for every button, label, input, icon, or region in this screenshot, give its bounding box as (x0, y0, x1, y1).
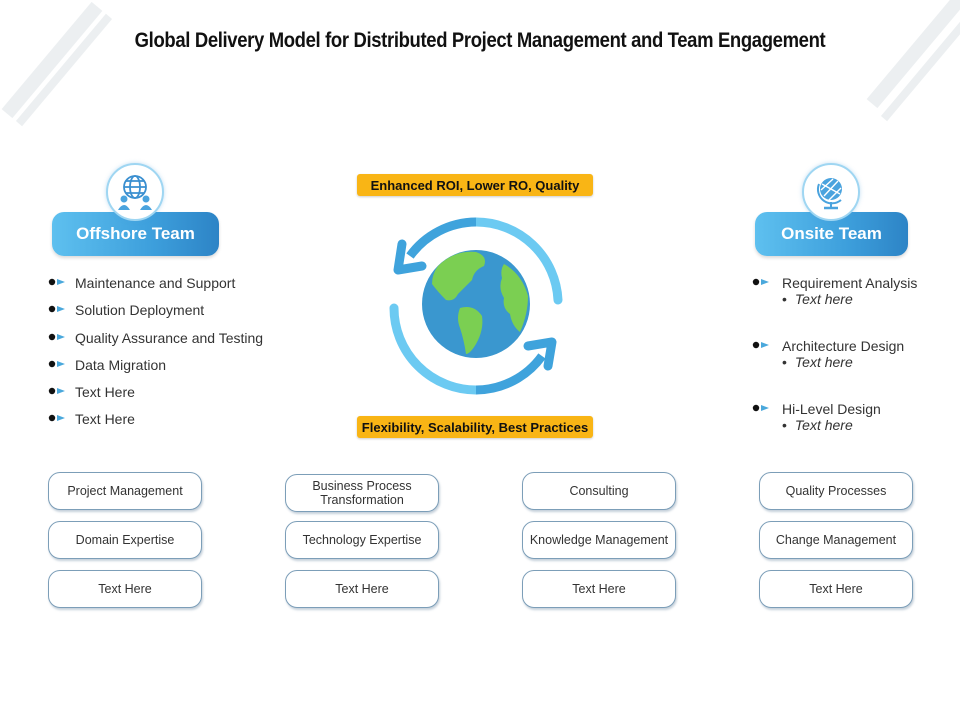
bullet-arrow-icon (752, 278, 769, 286)
capability-pill: Knowledge Management (522, 521, 676, 559)
capability-pill: Project Management (48, 472, 202, 510)
list-item: Solution Deployment (48, 302, 263, 329)
capability-pill: Consulting (522, 472, 676, 510)
onsite-team-button[interactable]: Onsite Team (755, 212, 908, 256)
capability-pill: Text Here (285, 570, 439, 608)
globe-land (500, 264, 528, 332)
globe-land (458, 307, 483, 354)
globe-cycle-icon (389, 217, 563, 395)
onsite-team-label: Onsite Team (781, 224, 882, 243)
capability-pill: Change Management (759, 521, 913, 559)
capability-pill: Text Here (759, 570, 913, 608)
sub-item: Text here (782, 291, 917, 307)
bullet-arrow-icon (48, 278, 65, 286)
list-item: Text Here (48, 384, 263, 411)
bottom-benefit-tag: Flexibility, Scalability, Best Practices (357, 416, 593, 438)
arrowhead-right-icon (523, 337, 557, 371)
arrowhead-left-icon (393, 239, 427, 275)
bullet-arrow-icon (48, 306, 65, 313)
offshore-icon-circle (106, 163, 164, 221)
capability-pill: Technology Expertise (285, 521, 439, 559)
globe-land (432, 251, 485, 301)
capability-pill: Text Here (48, 570, 202, 608)
offshore-team-label: Offshore Team (76, 224, 195, 243)
page-title: Global Delivery Model for Distributed Pr… (134, 29, 826, 52)
bullet-arrow-icon (48, 360, 65, 368)
top-benefit-tag: Enhanced ROI, Lower RO, Quality (357, 174, 593, 196)
list-item: Architecture DesignText here (752, 338, 917, 401)
onsite-list: Requirement AnalysisText here Architectu… (752, 275, 917, 464)
globe-people-icon (118, 175, 152, 210)
desk-globe-icon (816, 178, 842, 210)
bullet-arrow-icon (48, 415, 65, 422)
list-item: Requirement AnalysisText here (752, 275, 917, 338)
decorative-stripe (880, 8, 960, 122)
cycle-arrow-upper (406, 217, 477, 259)
list-item: Text Here (48, 411, 263, 438)
decorative-stripe (866, 0, 960, 109)
bullet-arrow-icon (752, 404, 769, 412)
decorative-stripe (1, 1, 103, 119)
cycle-arrow-lower (475, 353, 546, 395)
sub-item: Text here (782, 417, 917, 433)
list-item: Hi-Level DesignText here (752, 401, 917, 464)
bullet-arrow-icon (48, 333, 65, 340)
capability-pill: Text Here (522, 570, 676, 608)
bullet-arrow-icon (48, 387, 65, 395)
bullet-arrow-icon (752, 341, 769, 349)
capability-pill: Domain Expertise (48, 521, 202, 559)
cycle-arrow-lower (389, 303, 481, 395)
sub-item: Text here (782, 354, 917, 370)
list-item: Quality Assurance and Testing (48, 330, 263, 357)
onsite-icon-circle (802, 163, 860, 221)
capability-pill: Business Process Transformation (285, 474, 439, 512)
capability-pill: Quality Processes (759, 472, 913, 510)
cycle-arrow-upper (471, 217, 563, 305)
list-item: Data Migration (48, 357, 263, 384)
offshore-list: Maintenance and Support Solution Deploym… (48, 275, 263, 439)
list-item: Maintenance and Support (48, 275, 263, 302)
